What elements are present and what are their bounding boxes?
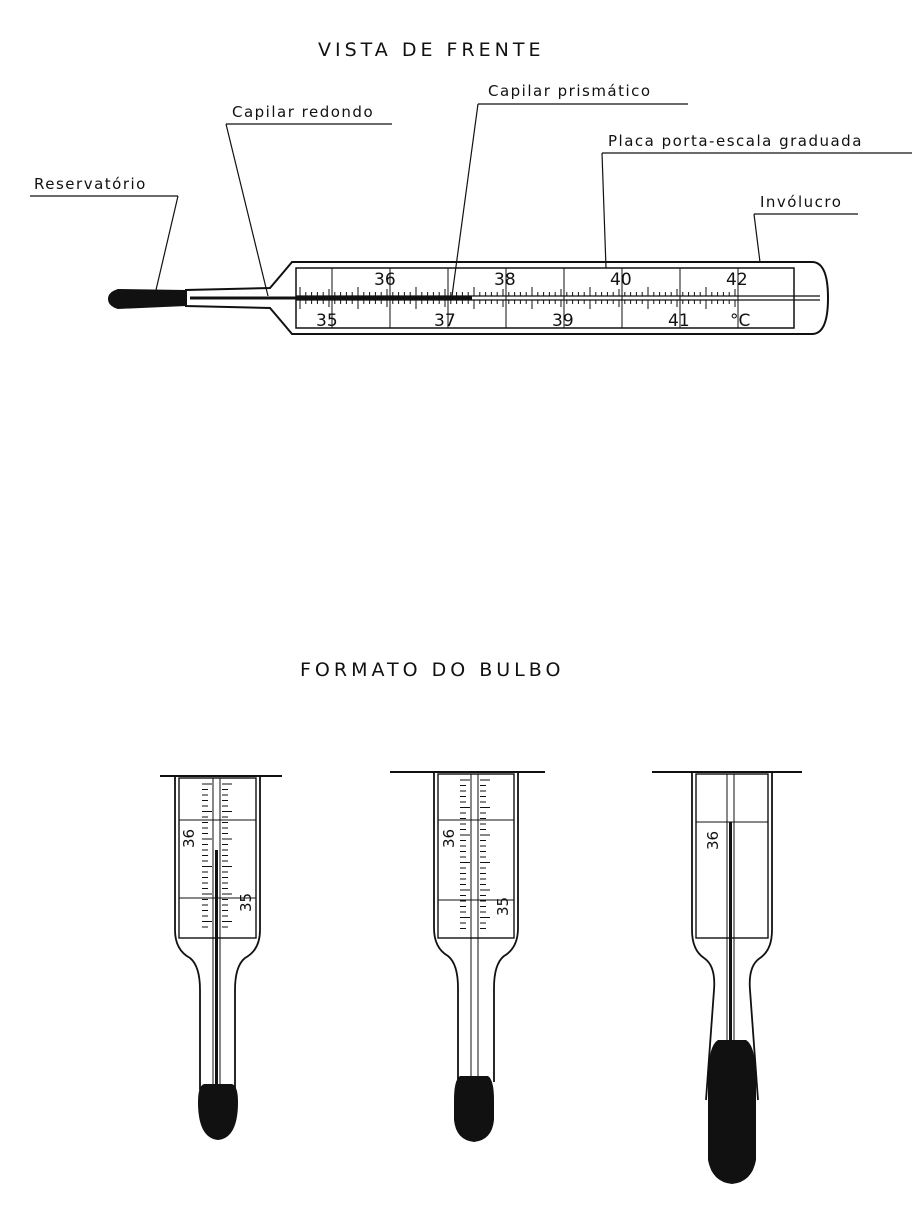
scale-ticks-right [480, 779, 490, 929]
scale-label-39: 39 [552, 311, 574, 331]
reservoir-bulb [108, 289, 186, 309]
bulb-reservoir [708, 1040, 756, 1184]
bulb-variant-1: 36 35 [160, 775, 282, 1140]
label-graduated-plate: Placa porta-escala graduada [608, 132, 863, 150]
label-casing: Invólucro [760, 193, 842, 211]
leader-casing-pointer [753, 213, 761, 263]
bulb-variant-2: 36 35 [390, 771, 545, 1142]
front-scale-dividers [331, 268, 739, 328]
leader-prismatic-pointer [451, 103, 479, 297]
front-scale-ticks [299, 287, 736, 309]
scale-label-37: 37 [434, 311, 456, 331]
scale-label-38: 38 [494, 270, 516, 290]
scale-label-36: 36 [180, 829, 198, 848]
casing-outline [185, 261, 830, 335]
scale-label-36: 36 [704, 831, 722, 850]
label-reservoir: Reservatório [34, 175, 147, 193]
scale-label-41: 41 [668, 311, 690, 331]
scale-ticks-left [460, 779, 470, 929]
leader-reservoir-pointer [155, 195, 179, 291]
leader-plate-pointer [601, 152, 607, 269]
bulb-reservoir [198, 1084, 238, 1140]
label-round-capillary: Capilar redondo [232, 103, 374, 121]
label-prismatic-capillary: Capilar prismático [488, 82, 652, 100]
scale-ticks-right [222, 783, 232, 928]
leader-round-pointer [225, 123, 269, 297]
scale-label-36: 36 [440, 829, 458, 848]
scale-label-35: 35 [237, 893, 255, 912]
scale-unit: °C [730, 311, 750, 331]
scale-label-36: 36 [374, 270, 396, 290]
scale-label-40: 40 [610, 270, 632, 290]
scale-plate [437, 773, 515, 939]
bulb-variant-3: 36 [652, 771, 802, 1184]
casing-outline [433, 772, 519, 1082]
leader-lines [30, 103, 912, 297]
scale-ticks-left [202, 783, 212, 928]
front-view-title: VISTA DE FRENTE [318, 39, 544, 61]
scale-label-42: 42 [726, 270, 748, 290]
bulb-reservoir [454, 1076, 494, 1142]
casing-outline [691, 772, 773, 1101]
scale-label-35: 35 [494, 897, 512, 916]
front-thermometer: 36 38 40 42 35 37 39 41 °C [108, 261, 830, 335]
casing-outline [174, 776, 261, 1090]
scale-label-35: 35 [316, 311, 338, 331]
bulb-shapes-title: FORMATO DO BULBO [300, 659, 564, 681]
